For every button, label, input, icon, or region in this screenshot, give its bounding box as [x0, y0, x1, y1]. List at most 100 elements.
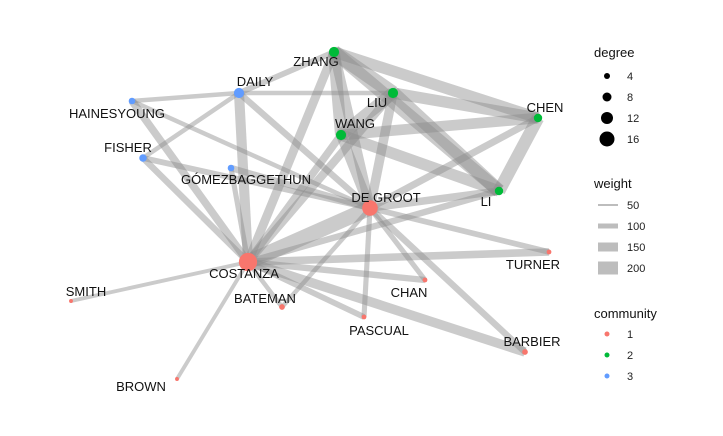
edge-de-groot-turner	[369, 205, 550, 255]
legend-weight-label-4: 200	[627, 263, 645, 275]
node-smith	[69, 299, 73, 303]
edge-zhang-wang	[328, 51, 347, 136]
edge-de-groot-pascual	[361, 207, 373, 318]
node-label-chan: CHAN	[391, 285, 428, 300]
edge-de-groot-barbier	[367, 205, 528, 355]
edge-costanza-smith	[70, 260, 249, 303]
legend-weight-label-1: 50	[627, 200, 639, 212]
edge-costanza-de-groot	[244, 201, 374, 269]
edge-zhang-liu	[329, 46, 398, 99]
edge-hainesyoung-costanza	[128, 98, 252, 265]
legend-community: community 1 2 3	[594, 306, 657, 383]
edge-wang-de-groot	[336, 133, 375, 210]
edge-hainesyoung-de-groot	[131, 98, 371, 211]
node-label-smith: SMITH	[66, 284, 106, 299]
node-pascual	[361, 314, 367, 320]
legend-weight-label-2: 100	[627, 221, 645, 233]
node-daily	[233, 87, 245, 99]
edge-gomezbaggethun-costanza	[228, 167, 251, 263]
node-label-pascual: PASCUAL	[349, 323, 409, 338]
nodes-layer	[69, 46, 552, 381]
node-de-groot	[362, 200, 378, 216]
legend-community-label-2: 2	[627, 350, 633, 362]
node-label-gomezbaggethun: GÓMEZBAGGETHUN	[181, 172, 311, 187]
edge-gomezbaggethun-de-groot	[230, 164, 371, 212]
edge-costanza-turner	[247, 248, 550, 266]
legend-degree-title: degree	[594, 45, 634, 60]
edge-daily-zhang	[237, 49, 336, 96]
legend-community-label-1: 1	[627, 329, 633, 341]
node-fisher	[139, 154, 147, 162]
legend-degree-key-4	[599, 131, 615, 147]
node-gomezbaggethun	[227, 164, 235, 172]
legend-community-key-3	[604, 373, 610, 379]
edge-liu-li	[388, 87, 504, 197]
node-brown	[175, 377, 179, 381]
legend-degree-label-4: 16	[627, 134, 639, 146]
node-label-de-groot: DE GROOT	[351, 190, 420, 205]
legend-community-key-2	[604, 352, 610, 358]
legend-degree: degree 4 8 12 16	[594, 45, 639, 147]
node-costanza	[238, 252, 258, 272]
edge-wang-li	[339, 129, 501, 197]
edge-li-de-groot	[369, 187, 500, 212]
edge-daily-hainesyoung	[131, 90, 240, 104]
legend-weight: weight 50 100 150 200	[593, 176, 645, 275]
edge-wang-costanza	[244, 132, 345, 265]
edge-chen-de-groot	[368, 114, 540, 212]
node-label-brown: BROWN	[116, 379, 166, 394]
node-label-costanza: COSTANZA	[209, 266, 279, 281]
node-zhang	[328, 46, 340, 58]
legend: degree 4 8 12 16 weight 50 100 150 200 c…	[593, 45, 657, 383]
node-label-liu: LIU	[367, 95, 387, 110]
edge-fisher-de-groot	[142, 155, 371, 211]
edge-li-costanza	[247, 187, 500, 266]
edge-de-groot-chan	[367, 206, 428, 282]
node-label-fisher: FISHER	[104, 140, 152, 155]
node-label-chen: CHEN	[527, 100, 564, 115]
node-liu	[387, 87, 399, 99]
legend-community-key-1	[604, 331, 610, 337]
edge-zhang-de-groot	[329, 50, 375, 210]
edges-layer	[70, 46, 550, 381]
node-label-barbier: BARBIER	[503, 334, 560, 349]
node-chen	[533, 113, 543, 123]
edge-daily-costanza	[233, 92, 254, 263]
edge-fisher-costanza	[140, 155, 251, 265]
legend-community-label-3: 3	[627, 371, 633, 383]
node-li	[494, 186, 504, 196]
edge-zhang-costanza	[243, 50, 339, 264]
node-label-li: LI	[481, 194, 492, 209]
node-label-bateman: BATEMAN	[234, 291, 296, 306]
node-label-turner: TURNER	[506, 257, 560, 272]
edge-daily-fisher	[141, 91, 241, 160]
edge-de-groot-bateman	[280, 206, 372, 309]
node-label-daily: DAILY	[237, 74, 274, 89]
node-label-wang: WANG	[335, 116, 375, 131]
legend-weight-label-3: 150	[627, 242, 645, 254]
edge-daily-de-groot	[236, 90, 373, 211]
edge-liu-chen	[392, 87, 539, 124]
node-label-hainesyoung: HAINESYOUNG	[69, 106, 165, 121]
node-chan	[422, 277, 428, 283]
edge-costanza-brown	[175, 260, 250, 381]
legend-degree-key-3	[601, 112, 613, 124]
edge-costanza-chan	[247, 258, 426, 284]
edge-costanza-pascual	[246, 259, 366, 320]
node-turner	[546, 249, 552, 255]
node-hainesyoung	[128, 97, 136, 105]
edge-zhang-chen	[332, 46, 540, 124]
legend-degree-label-3: 12	[627, 113, 639, 125]
edge-liu-de-groot	[365, 92, 398, 209]
node-bateman	[279, 304, 285, 310]
edge-costanza-barbier	[246, 257, 527, 357]
edge-liu-costanza	[244, 90, 397, 265]
legend-degree-key-2	[602, 92, 612, 102]
legend-community-title: community	[594, 306, 657, 321]
node-wang	[335, 129, 347, 141]
legend-degree-label-1: 4	[627, 71, 633, 83]
node-barbier	[522, 349, 528, 355]
edge-chen-li	[493, 115, 544, 194]
